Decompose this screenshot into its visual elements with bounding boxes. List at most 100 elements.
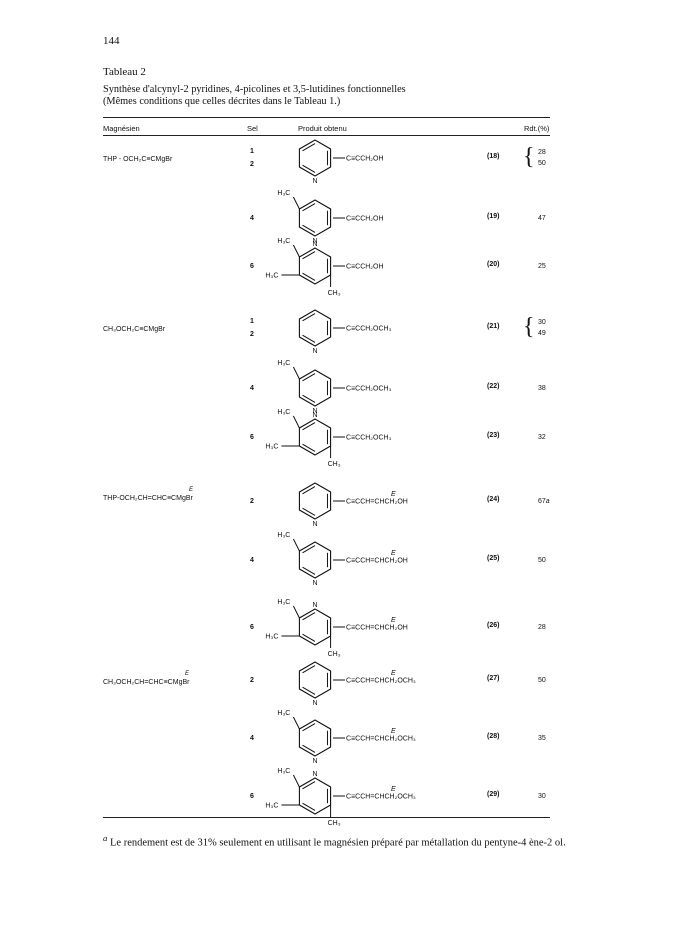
row-rdt: 25	[538, 262, 546, 270]
row-rdt: 32	[538, 433, 546, 441]
methyl-label-2: H₃C	[265, 634, 278, 641]
nitrogen-label: N	[313, 241, 318, 248]
methyl-label: H₃C	[277, 190, 290, 197]
double-bond	[302, 486, 316, 495]
methyl-label: H₃C	[277, 360, 290, 367]
e-mark: E	[391, 491, 396, 498]
pyridine-ring	[298, 418, 332, 456]
row-rdt: 50	[538, 556, 546, 564]
double-bond	[302, 164, 316, 173]
magnesien-1: THP - OCH₂C≡CMgBr	[103, 156, 173, 163]
row-compound: (25)	[487, 555, 500, 562]
methyl-label: H₃C	[277, 710, 290, 717]
double-bond	[302, 422, 316, 431]
pyridine-ring	[298, 247, 332, 285]
row-compound: (29)	[487, 791, 500, 798]
pyridine-ring	[298, 608, 332, 646]
methyl-label-2: H₃C	[265, 273, 278, 280]
row-sel: 2	[250, 497, 254, 505]
methyl-bond	[292, 716, 300, 730]
side-chain: C≡CCH₂OCH₃	[346, 435, 392, 442]
double-bond	[302, 507, 316, 516]
nitrogen-label: N	[313, 580, 318, 587]
methyl-label: H₃C	[277, 238, 290, 245]
double-bond	[302, 143, 316, 152]
nitrogen-label: N	[313, 348, 318, 355]
header-sel: Sel	[247, 124, 258, 133]
row-compound: (19)	[487, 213, 500, 220]
double-bond	[302, 686, 316, 695]
row-compound: (27)	[487, 675, 500, 682]
brace: {	[523, 314, 535, 340]
side-chain: C≡CCH=CHCH₂OCH₃	[346, 794, 416, 801]
magnesien-4: E CH₃OCH₂CH=CHC≡CMgBr	[103, 671, 189, 686]
double-bond	[302, 612, 316, 621]
nitrogen-label: N	[313, 602, 318, 609]
methyl-label-3: CH₃	[328, 290, 341, 297]
double-bond	[302, 443, 316, 452]
double-bond	[302, 373, 316, 382]
magnesien-3: E THP-OCH₂CH=CHC≡CMgBr	[103, 487, 193, 502]
double-bond	[302, 224, 316, 233]
pyridine-ring	[298, 482, 332, 520]
methyl-label: H₃C	[277, 532, 290, 539]
nitrogen-label: N	[313, 178, 318, 185]
e-mark: E	[391, 786, 396, 793]
methyl-label-3: CH₃	[328, 461, 341, 468]
side-chain: C≡CCH₂OCH₃	[346, 386, 392, 393]
double-bond	[302, 633, 316, 642]
header-produit: Produit obtenu	[298, 124, 347, 133]
e-mark: E	[391, 617, 396, 624]
row-compound: (20)	[487, 261, 500, 268]
double-bond	[302, 313, 316, 322]
pyridine-ring	[298, 369, 332, 407]
nitrogen-label: N	[313, 771, 318, 778]
row-sel: 6	[250, 262, 254, 270]
footnote-text: Le rendement est de 31% seulement en uti…	[107, 837, 566, 849]
side-chain: C≡CCH₂OH	[346, 156, 384, 163]
header-magnesien: Magnésien	[103, 124, 140, 133]
row-sel: 2	[250, 676, 254, 684]
pyridine-ring	[298, 719, 332, 757]
double-bond	[302, 251, 316, 260]
row-rdt: 35	[538, 734, 546, 742]
double-bond	[302, 744, 316, 753]
double-bond	[302, 665, 316, 674]
top-rule	[103, 117, 550, 118]
methyl-bond	[292, 415, 300, 429]
page-number: 144	[103, 35, 120, 47]
subtitle-line-1: Synthèse d'alcynyl-2 pyridines, 4-picoli…	[103, 84, 406, 95]
row-compound: (28)	[487, 733, 500, 740]
double-bond	[302, 781, 316, 790]
nitrogen-label: N	[313, 408, 318, 415]
row-compound: (18)	[487, 153, 500, 160]
pyridine-ring	[298, 309, 332, 347]
pyridine-ring	[298, 777, 332, 815]
double-bond	[302, 203, 316, 212]
row-compound: (26)	[487, 622, 500, 629]
e-mark: E	[391, 670, 396, 677]
double-bond	[302, 272, 316, 281]
row-compound: (23)	[487, 432, 500, 439]
side-chain: C≡CCH₂OCH₃	[346, 326, 392, 333]
brace: {	[523, 144, 535, 170]
nitrogen-label: N	[313, 238, 318, 245]
pyridine-ring	[298, 139, 332, 177]
double-bond	[302, 545, 316, 554]
methyl-bond	[292, 605, 300, 619]
methyl-label-3: CH₃	[328, 820, 341, 827]
double-bond	[302, 566, 316, 575]
nitrogen-label: N	[313, 700, 318, 707]
methyl-label: H₃C	[277, 599, 290, 606]
methyl-bond	[292, 774, 300, 788]
double-bond	[302, 723, 316, 732]
